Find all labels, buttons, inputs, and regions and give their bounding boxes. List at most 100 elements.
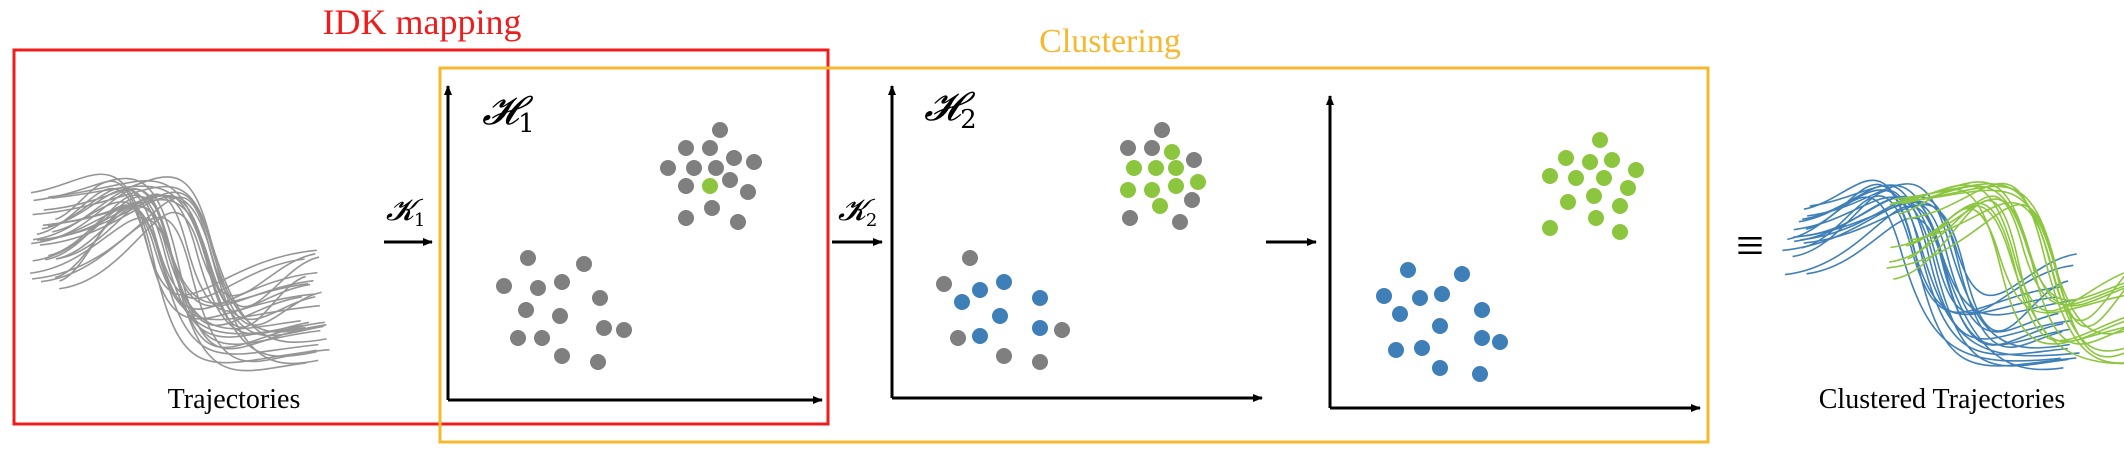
embedding-point <box>1122 210 1138 226</box>
trajectory-path <box>1889 184 2124 312</box>
embedding-point <box>554 274 570 290</box>
trajectory-path <box>33 177 326 350</box>
embedding-point <box>1560 194 1576 210</box>
embedding-point <box>1172 214 1188 230</box>
embedding-point <box>1190 174 1206 190</box>
trajectory-path <box>48 180 317 358</box>
svg-text:𝓗1: 𝓗1 <box>482 88 535 139</box>
trajectory-path <box>52 201 305 300</box>
clustered-trajectories-label: Clustered Trajectories <box>1819 384 2066 415</box>
embedding-point <box>1154 122 1170 138</box>
embedding-point <box>1388 342 1404 358</box>
embedding-point <box>1376 288 1392 304</box>
trajectory-path <box>1905 204 2124 365</box>
embedding-point <box>1582 154 1598 170</box>
embedding-point <box>518 302 534 318</box>
embedding-point <box>1148 160 1164 176</box>
trajectory-path <box>1898 188 2124 345</box>
trajectory-path <box>55 205 314 307</box>
plot-final <box>1326 95 1701 412</box>
embedding-point <box>1032 320 1048 336</box>
green-trajectory-cluster <box>1886 181 2124 365</box>
trajectory-path <box>1792 189 2068 356</box>
clustered-trajectories-bundle <box>1782 179 2124 371</box>
embedding-point <box>678 140 694 156</box>
embedding-point <box>1596 170 1612 186</box>
trajectory-path <box>1809 184 2070 346</box>
embedding-point <box>1120 182 1136 198</box>
trajectory-path <box>48 204 306 335</box>
embedding-point <box>1184 192 1200 208</box>
embedding-point <box>1164 144 1180 160</box>
embedding-point <box>722 172 738 188</box>
trajectory-path <box>45 194 301 330</box>
embedding-point <box>1032 290 1048 306</box>
embedding-point <box>992 308 1008 324</box>
trajectory-path <box>1793 196 2069 367</box>
final-points <box>1376 132 1644 382</box>
embedding-point <box>1588 210 1604 226</box>
embedding-point <box>1586 188 1602 204</box>
embedding-point <box>530 280 546 296</box>
embedding-point <box>972 328 988 344</box>
embedding-point <box>1186 152 1202 168</box>
embedding-point <box>534 330 550 346</box>
embedding-point <box>496 278 512 294</box>
plot-h1: 𝓗1 <box>444 85 823 404</box>
trajectory-path <box>1893 199 2124 343</box>
embedding-point <box>1032 354 1048 370</box>
trajectory-path <box>59 206 320 321</box>
embedding-point <box>1620 180 1636 196</box>
embedding-point <box>660 160 676 176</box>
embedding-point <box>704 200 720 216</box>
embedding-point <box>1168 178 1184 194</box>
trajectory-path <box>1892 189 2124 328</box>
svg-text:𝓗2: 𝓗2 <box>924 84 977 135</box>
embedding-point <box>1592 132 1608 148</box>
h2-subscript: 2 <box>960 105 977 135</box>
embedding-point <box>972 282 988 298</box>
trajectory-path <box>1890 198 2124 307</box>
embedding-point <box>1542 220 1558 236</box>
embedding-point <box>1474 302 1490 318</box>
embedding-point <box>1144 182 1160 198</box>
k1-arrow-group: 𝓚1 <box>384 193 433 246</box>
embedding-point <box>1492 334 1508 350</box>
embedding-point <box>1612 198 1628 214</box>
embedding-point <box>950 330 966 346</box>
embedding-point <box>1412 290 1428 306</box>
h2-points <box>936 122 1206 370</box>
embedding-point <box>1432 360 1448 376</box>
embedding-point <box>1558 150 1574 166</box>
embedding-point <box>1612 224 1628 240</box>
trajectory-path <box>1906 182 2124 364</box>
embedding-point <box>616 322 632 338</box>
plot-h2: 𝓗2 <box>888 84 1263 402</box>
embedding-point <box>1472 366 1488 382</box>
embedding-point <box>678 210 694 226</box>
embedding-point <box>520 250 536 266</box>
trajectory-path <box>43 176 322 326</box>
k1-subscript: 1 <box>414 210 425 231</box>
embedding-point <box>1432 318 1448 334</box>
idk-mapping-label: IDK mapping <box>323 2 522 42</box>
trajectory-path <box>55 180 315 320</box>
trajectories-label: Trajectories <box>168 384 301 415</box>
trajectory-path <box>1908 201 2124 352</box>
embedding-point <box>1542 168 1558 184</box>
trajectory-path <box>40 216 317 363</box>
embedding-point <box>996 274 1012 290</box>
embedding-point <box>740 184 756 200</box>
k2-arrow-group: 𝓚2 <box>832 193 883 246</box>
embedding-point <box>592 290 608 306</box>
embedding-point <box>702 140 718 156</box>
embedding-point <box>1126 160 1142 176</box>
embedding-point <box>576 256 592 272</box>
embedding-point <box>554 348 570 364</box>
trajectory-path <box>56 193 311 313</box>
embedding-point <box>954 294 970 310</box>
embedding-point <box>1152 198 1168 214</box>
embedding-point <box>1120 140 1136 156</box>
trajectory-path <box>1806 217 2064 346</box>
